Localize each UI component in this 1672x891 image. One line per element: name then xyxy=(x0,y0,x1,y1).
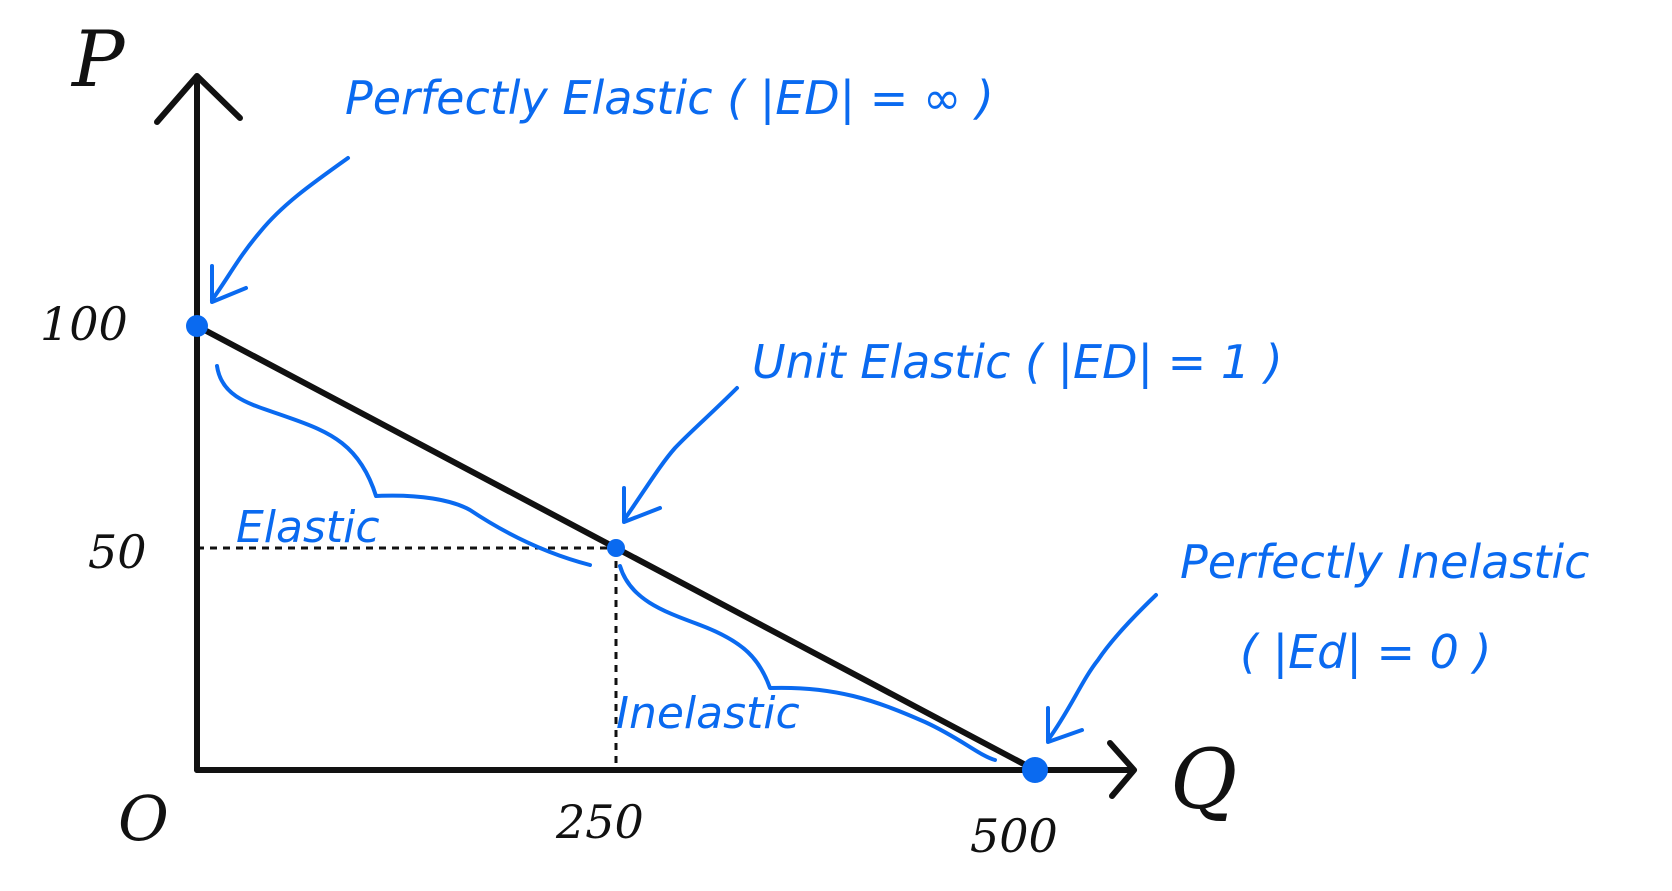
perfectly-elastic-arrowhead xyxy=(210,264,248,304)
unit-elastic-arrowhead xyxy=(622,486,662,524)
x-axis-arrowhead xyxy=(1107,740,1137,799)
curve-points xyxy=(186,315,1048,783)
perfectly-inelastic-value-label: ( |Ed| = 0 ) xyxy=(1240,625,1491,680)
perfectly-elastic-label: Perfectly Elastic ( |ED| = ∞ ) xyxy=(345,71,994,126)
unit-elastic-label: Unit Elastic ( |ED| = 1 ) xyxy=(752,335,1283,390)
origin-label: O xyxy=(118,782,169,855)
inelastic-region-label: Inelastic xyxy=(616,688,800,739)
unit-elastic-arrow xyxy=(622,386,739,522)
x-axis-label: Q xyxy=(1170,733,1237,828)
perfectly-inelastic-arrow xyxy=(1046,593,1158,742)
perfectly-inelastic-label: Perfectly Inelastic xyxy=(1180,535,1589,589)
y-axis-arrowhead xyxy=(154,73,243,125)
x-tick-500: 500 xyxy=(970,809,1058,863)
point-unit-elastic xyxy=(607,539,625,557)
x-tick-250: 250 xyxy=(555,795,644,849)
point-perfectly-elastic xyxy=(186,315,208,337)
y-tick-100: 100 xyxy=(40,297,128,351)
perfectly-elastic-arrow xyxy=(210,156,350,302)
perfectly-inelastic-arrowhead xyxy=(1046,706,1084,744)
y-tick-50: 50 xyxy=(88,525,147,579)
elastic-region-label: Elastic xyxy=(236,502,380,553)
elastic-brace xyxy=(215,364,592,567)
inelastic-brace xyxy=(618,564,997,762)
point-perfectly-inelastic xyxy=(1022,757,1048,783)
y-axis-label: P xyxy=(70,15,126,105)
